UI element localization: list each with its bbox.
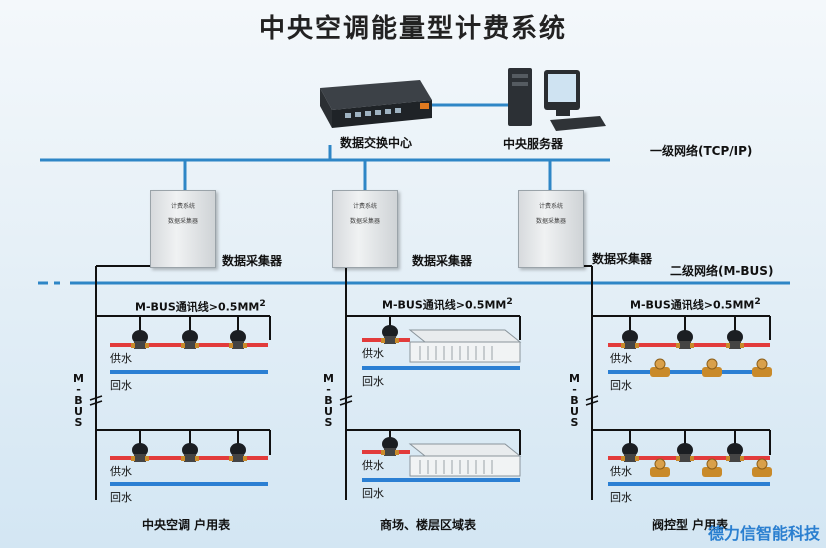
data-collector-cabinet: 计费系统 数据采集器	[332, 190, 398, 268]
energy-meter-icon	[621, 430, 639, 462]
fan-coil-unit	[408, 329, 522, 363]
section-caption-household: 中央空调 户用表	[142, 518, 231, 532]
level1-network	[40, 103, 610, 190]
return-label: 回水	[610, 379, 632, 392]
control-valves	[650, 358, 772, 477]
return-label: 回水	[110, 491, 132, 504]
energy-meter-icon	[229, 430, 247, 462]
collector-label: 数据采集器	[412, 254, 473, 268]
energy-meter-icon	[381, 430, 399, 456]
switch-label: 数据交换中心	[340, 136, 413, 150]
supply-label: 供水	[362, 347, 384, 360]
return-label: 回水	[362, 487, 384, 500]
mbus-vertical-label: M-BUS	[72, 372, 85, 427]
mbus-vertical-label: M-BUS	[322, 372, 335, 427]
section-caption-mall: 商场、楼层区域表	[380, 518, 477, 532]
network2-label: 二级网络(M-BUS)	[670, 264, 774, 278]
switch-device-icon	[320, 80, 432, 128]
energy-meter-icon	[726, 316, 744, 349]
supply-label: 供水	[610, 352, 632, 365]
supply-label: 供水	[110, 352, 132, 365]
control-valve-icon	[752, 458, 772, 477]
cabinet-title: 计费系统	[170, 203, 195, 210]
energy-meter-icon	[181, 430, 199, 462]
cabinet-subtitle: 数据采集器	[167, 218, 198, 225]
collector-label: 数据采集器	[222, 254, 283, 268]
energy-meter-icon	[181, 316, 199, 349]
cabinet-title: 计费系统	[352, 203, 377, 210]
data-collector-cabinet: 计费系统 数据采集器	[518, 190, 584, 268]
control-valve-icon	[702, 458, 722, 477]
energy-meters	[131, 316, 744, 462]
fan-coil-unit	[408, 443, 522, 477]
mbus-vertical-label: M-BUS	[568, 372, 581, 427]
server-computer-icon	[508, 68, 606, 131]
energy-meter-icon	[381, 316, 399, 344]
bus-break-marks	[89, 395, 599, 406]
energy-meter-icon	[229, 316, 247, 349]
server-label: 中央服务器	[503, 137, 564, 151]
return-label: 回水	[610, 491, 632, 504]
network1-label: 一级网络(TCP/IP)	[650, 144, 753, 158]
collector-label: 数据采集器	[592, 252, 653, 266]
supply-label: 供水	[110, 465, 132, 478]
diagram-title: 中央空调能量型计费系统	[258, 14, 567, 44]
energy-meter-icon	[131, 316, 149, 349]
control-valve-icon	[650, 458, 670, 477]
data-collector-cabinet: 计费系统 数据采集器	[150, 190, 216, 268]
control-valve-icon	[702, 358, 722, 377]
return-label: 回水	[110, 379, 132, 392]
return-label: 回水	[362, 375, 384, 388]
energy-meter-icon	[131, 430, 149, 462]
section-buses	[96, 315, 771, 455]
section-caption-valve: 阀控型 户用表	[652, 518, 729, 532]
energy-meter-icon	[676, 430, 694, 462]
supply-label: 供水	[362, 459, 384, 472]
watermark: 德力信智能科技	[707, 524, 820, 543]
mbus-line-label: M-BUS通讯线>0.5MM2	[382, 296, 513, 312]
supply-label: 供水	[610, 465, 632, 478]
mbus-line-label: M-BUS通讯线>0.5MM2	[630, 296, 761, 312]
mbus-line-label: M-BUS通讯线>0.5MM2	[135, 298, 266, 314]
energy-meter-icon	[621, 316, 639, 349]
cabinet-subtitle: 数据采集器	[535, 218, 566, 225]
cabinet-subtitle: 数据采集器	[349, 218, 380, 225]
energy-meter-icon	[676, 316, 694, 349]
cabinet-title: 计费系统	[538, 203, 563, 210]
fan-coil-units	[408, 329, 522, 477]
energy-meter-icon	[726, 430, 744, 462]
control-valve-icon	[752, 358, 772, 377]
control-valve-icon	[650, 358, 670, 377]
